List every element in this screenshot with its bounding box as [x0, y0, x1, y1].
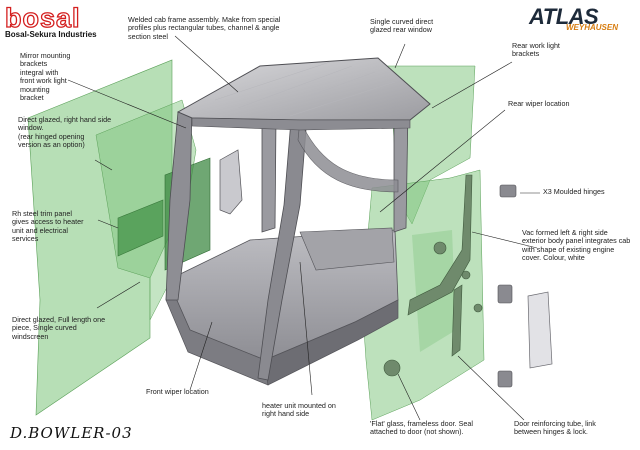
door-reinforcing-tube	[407, 174, 473, 316]
label-welded-frame: Welded cab frame assembly. Make from spe…	[128, 15, 281, 41]
vac-formed-body-panel	[527, 291, 553, 369]
rear-left-post	[261, 117, 277, 233]
cab-floor-side	[264, 299, 399, 386]
label-flat-glass: 'Flat' glass, frameless door. Seal attac…	[370, 419, 474, 437]
label-trim-panel: Rh steel trim panel gives access to heat…	[12, 209, 84, 244]
label-rear-window: Single curved direct glazed rear window	[370, 17, 434, 35]
cab-roof-edge	[191, 117, 411, 131]
trim-panel	[117, 199, 164, 257]
label-front-wiper: Front wiper location	[146, 387, 209, 396]
door-frame-arch	[297, 118, 399, 193]
bosal-logo: bosal	[4, 3, 81, 33]
designer-signature: D.BOWLER-03	[10, 424, 133, 442]
roof-ribs	[214, 61, 396, 117]
label-body-panel: Vac formed left & right side exterior bo…	[522, 228, 631, 263]
label-windscreen: Direct glazed, Full length one piece, Si…	[12, 315, 106, 341]
label-rear-work-light: Rear work light brackets	[512, 41, 560, 59]
label-mirror-brackets: Mirror mounting brackets integral with f…	[20, 51, 71, 103]
label-door-tube: Door reinforcing tube, link between hing…	[514, 419, 596, 437]
label-rear-wiper: Rear wiper location	[508, 99, 570, 108]
atlas-logo-subtitle: WEYHAUSEN	[566, 23, 619, 32]
bosal-logo-subtitle: Bosal-Sekura Industries	[5, 30, 97, 39]
mirror-bracket	[219, 149, 243, 215]
label-right-side-window: Direct glazed, right hand side window. (…	[18, 115, 112, 150]
label-moulded-hinges: X3 Moulded hinges	[543, 187, 605, 196]
moulded-hinges	[497, 184, 517, 388]
label-heater-unit: heater unit mounted on right hand side	[262, 401, 336, 419]
heater-box	[299, 227, 395, 271]
leader-lines	[67, 35, 540, 421]
atlas-logo: ATLAS	[529, 4, 599, 29]
